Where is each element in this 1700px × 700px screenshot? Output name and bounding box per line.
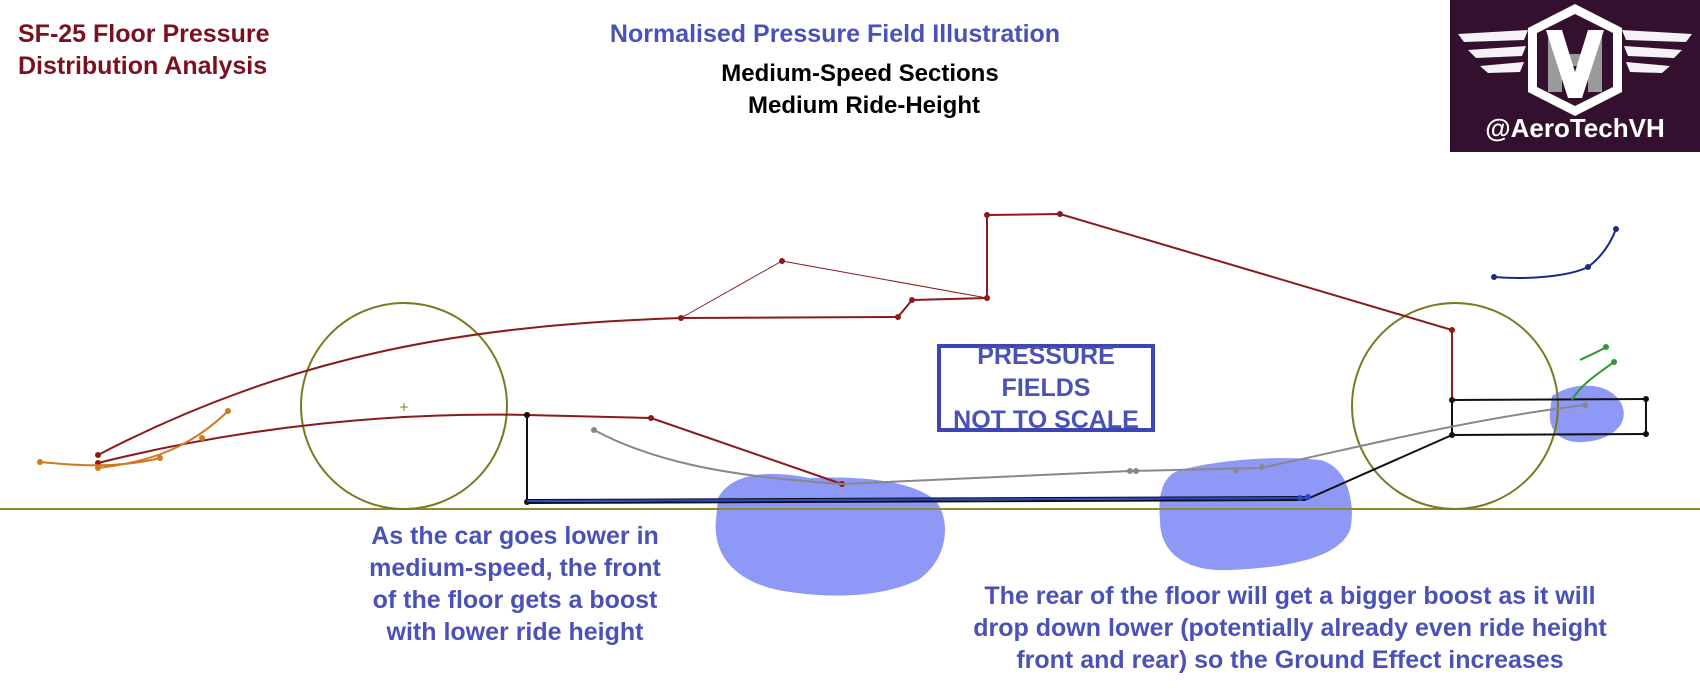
rear-wing-element xyxy=(1493,228,1617,279)
rear-floor-pressure-field xyxy=(1159,458,1352,571)
subtitle-ride-height: Medium Ride-Height xyxy=(748,92,980,119)
floor-underside-line xyxy=(526,497,1309,502)
analysis-title-line-2: Distribution Analysis xyxy=(18,52,268,80)
front-floor-pressure-field xyxy=(715,473,946,596)
winged-shield-logo-icon xyxy=(1458,4,1692,116)
front-wing xyxy=(39,410,229,469)
front-annotation-line-2: medium-speed, the front xyxy=(369,554,661,582)
front-wheel xyxy=(300,302,508,510)
front-annotation-line-4: with lower ride height xyxy=(386,618,644,646)
not-to-scale-line-1: PRESSURE FIELDS xyxy=(977,342,1115,402)
floor-plank xyxy=(526,398,1647,504)
rear-wheel xyxy=(1351,302,1559,510)
rear-annotation-line-1: The rear of the floor will get a bigger … xyxy=(984,582,1596,610)
car-body-outline xyxy=(97,212,1453,485)
logo-handle: @AeroTechVH xyxy=(1485,113,1665,143)
rear-annotation-line-3: front and rear) so the Ground Effect inc… xyxy=(1016,646,1564,674)
front-floor-annotation: As the car goes lower in medium-speed, t… xyxy=(345,520,685,648)
rear-floor-annotation: The rear of the floor will get a bigger … xyxy=(945,580,1635,676)
not-to-scale-note: PRESSURE FIELDS NOT TO SCALE xyxy=(937,342,1155,434)
front-annotation-line-1: As the car goes lower in xyxy=(371,522,659,550)
rear-annotation-line-2: drop down lower (potentially already eve… xyxy=(973,614,1607,642)
brand-logo: @AeroTechVH xyxy=(1450,0,1700,152)
analysis-title-line-1: SF-25 Floor Pressure xyxy=(18,20,270,48)
front-annotation-line-3: of the floor gets a boost xyxy=(372,586,658,614)
main-title: Normalised Pressure Field Illustration xyxy=(609,20,1061,48)
car-body-points xyxy=(95,211,1455,487)
subtitle-speed: Medium-Speed Sections xyxy=(721,60,999,87)
not-to-scale-line-2: NOT TO SCALE xyxy=(953,406,1139,434)
svg-text:+: + xyxy=(399,400,409,414)
analysis-title: SF-25 Floor Pressure Distribution Analys… xyxy=(18,18,269,82)
